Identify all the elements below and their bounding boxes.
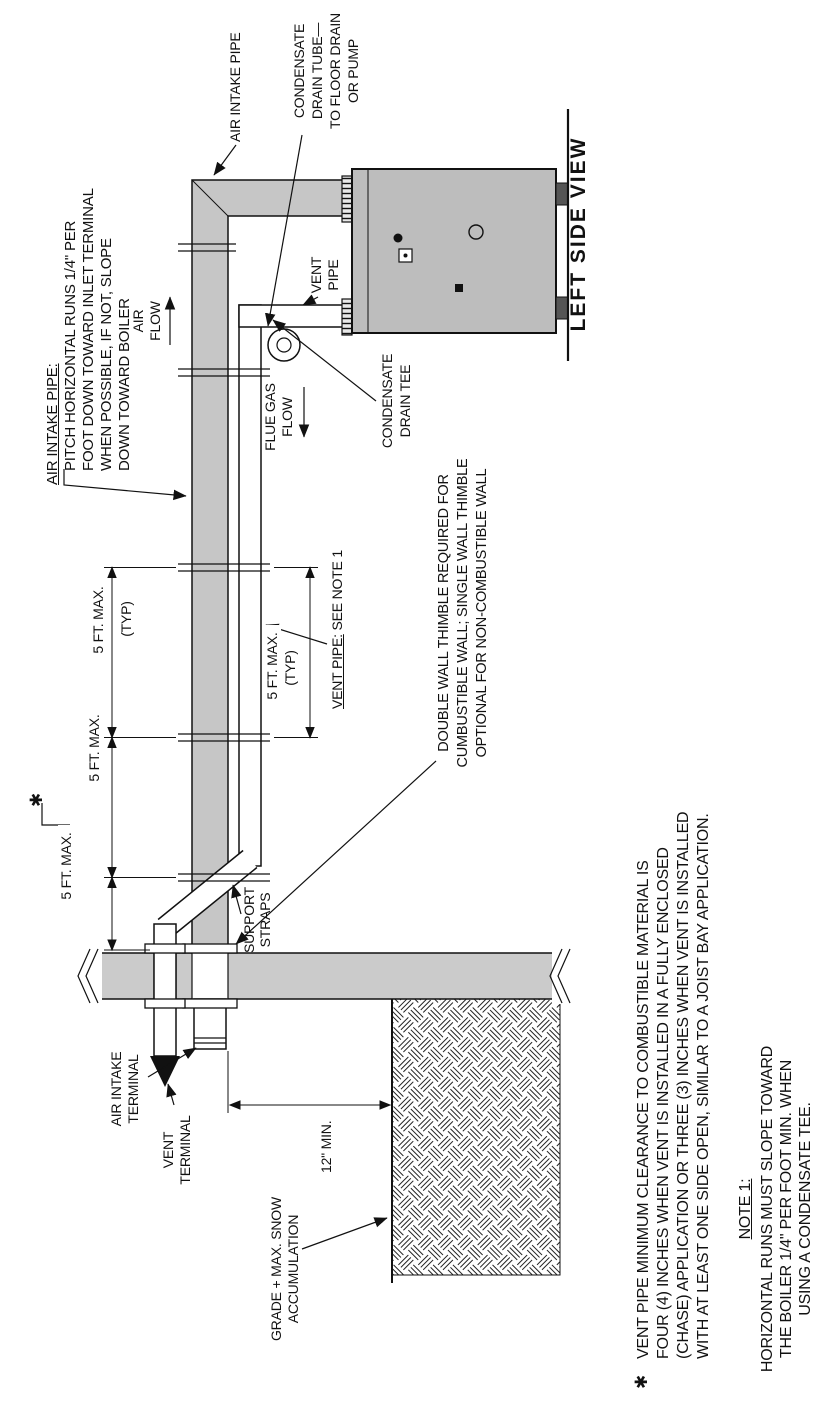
wall-thimble-note: DOUBLE WALL THIMBLE REQUIRED FOR CUMBUST… xyxy=(436,458,490,768)
vent-pipe-label: VENT PIPE xyxy=(308,256,341,294)
footnote-marker: ✱ xyxy=(632,1374,651,1389)
vent-terminal-label: VENT TERMINAL xyxy=(160,1115,193,1185)
wall-section xyxy=(77,948,574,1004)
note1-heading: NOTE 1: xyxy=(737,1178,754,1240)
ground-hatch xyxy=(391,997,561,1283)
leader-air-intake-pipe xyxy=(213,144,237,176)
dim-typ-top: (TYP) xyxy=(118,594,135,644)
leader-condensate-tee xyxy=(272,319,377,402)
asterisk-bracket xyxy=(41,803,70,826)
view-title: LEFT SIDE VIEW xyxy=(567,136,590,332)
leader-support-straps xyxy=(231,884,242,915)
dim-5ft-label-3: 5 FT. MAX. xyxy=(90,579,107,661)
dim-5ft-label-4: 5 FT. MAX. xyxy=(264,625,281,707)
vent-pipe xyxy=(144,304,353,1087)
dim-typ-bottom: (TYP) xyxy=(282,641,299,695)
leader-vent-pipe xyxy=(302,294,319,306)
condensate-drain-tube-loop xyxy=(267,328,301,362)
leader-air-terminal xyxy=(147,1047,197,1078)
dim-5ft-label-1: 5 FT. MAX. xyxy=(58,825,75,907)
leader-air-pipe-note xyxy=(63,469,187,501)
air-intake-pipe-note: AIR INTAKE PIPE: PITCH HORIZONTAL RUNS 1… xyxy=(44,188,133,485)
condensate-drain-tee-label: CONDENSATE DRAIN TEE xyxy=(379,353,413,449)
leader-lines xyxy=(63,134,437,1250)
leader-condensate-tube xyxy=(264,134,303,327)
dimension-bottom xyxy=(274,566,318,739)
air-intake-pipe xyxy=(182,179,345,1050)
vent-pipe-note-ref: VENT PIPE: SEE NOTE 1 xyxy=(329,550,345,709)
air-intake-pipe-note-heading: AIR INTAKE PIPE: xyxy=(44,363,61,485)
grade-label: GRADE + MAX. SNOW ACCUMULATION xyxy=(268,1197,301,1342)
dim-12in-label: 12" MIN. xyxy=(318,1118,335,1175)
condensate-drain-tube-label: CONDENSATE DRAIN TUBE— TO FLOOR DRAIN OR… xyxy=(291,13,361,129)
support-straps xyxy=(178,243,270,882)
boiler xyxy=(341,109,570,361)
vent-terminal-arrowhead xyxy=(150,1056,180,1087)
vent-riser-and-tee xyxy=(238,304,353,328)
leader-vent-terminal xyxy=(166,1083,177,1106)
dim-asterisk: ✱ xyxy=(27,792,46,807)
leader-wall-thimble xyxy=(235,760,437,945)
air-intake-pipe-label: AIR INTAKE PIPE xyxy=(227,32,243,142)
air-intake-terminal-label: AIR INTAKE TERMINAL xyxy=(108,1051,141,1127)
note1-text: HORIZONTAL RUNS MUST SLOPE TOWARD THE BO… xyxy=(759,1045,814,1373)
leader-grade xyxy=(301,1217,388,1250)
dim-5ft-label-2: 5 FT. MAX. xyxy=(86,707,103,789)
dimension-12in xyxy=(227,1051,392,1113)
footnote-text: VENT PIPE MINIMUM CLEARANCE TO COMBUSTIB… xyxy=(635,811,712,1359)
air-flow-label: AIR FLOW xyxy=(130,301,163,341)
flue-gas-flow-label: FLUE GAS FLOW xyxy=(262,383,295,451)
support-straps-label: SUPPORT STRAPS xyxy=(241,886,273,954)
